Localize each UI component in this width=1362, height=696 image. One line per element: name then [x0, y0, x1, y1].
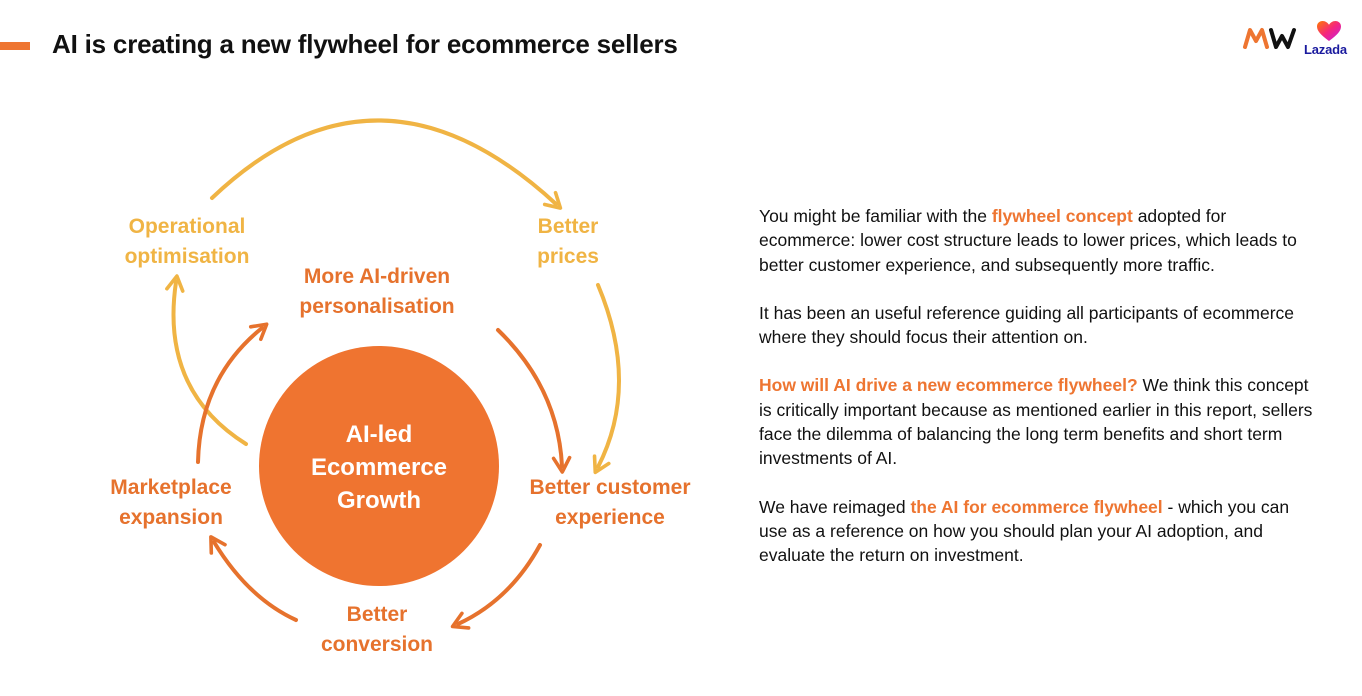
paragraph-reference: It has been an useful reference guiding … [759, 302, 1295, 348]
text-run: adopted for ecommerce: lower cost struct… [759, 206, 1297, 275]
description-text: You might be familiar with the flywheel … [759, 204, 1319, 592]
node-better-prices: Better prices [508, 212, 628, 272]
text-run: - which you can use as a reference on ho… [759, 496, 1290, 566]
title-accent-bar [0, 42, 30, 50]
arrow-hub-to-optimisation [165, 274, 248, 446]
node-label-line: Better [537, 215, 599, 238]
node-label-line: Better customer [529, 476, 691, 499]
lazada-heart-icon [1317, 21, 1341, 41]
arrow-prices-to-customer-experience [592, 283, 621, 475]
paragraph-flywheel-concept: You might be familiar with the flywheel … [759, 204, 1319, 277]
node-label-line: prices [537, 245, 599, 268]
arrow-personalisation-to-customer-experience [496, 328, 572, 474]
node-marketplace-expansion: Marketplace expansion [96, 473, 246, 533]
node-better-customer-experience: Better customer experience [510, 473, 710, 533]
text-run: You might be familiar with the [759, 206, 992, 226]
paragraph-new-flywheel: How will AI drive a new ecommerce flywhe… [759, 373, 1319, 470]
hub-label-line: Ecommerce [310, 454, 448, 481]
text-run: We think this concept is critically impo… [759, 375, 1313, 469]
hub-label: AI-led Ecommerce Growth [258, 418, 500, 517]
arrow-marketplace-to-personalisation [196, 322, 269, 464]
arrow-conversion-to-marketplace [209, 535, 298, 622]
mw-logo-icon [1243, 28, 1296, 49]
paragraph-reimaged: We have reimaged the AI for ecommerce fl… [759, 495, 1319, 568]
lazada-label: Lazada [1304, 42, 1347, 57]
text-run: We have reimaged [759, 496, 911, 517]
node-label-line: optimisation [124, 245, 250, 268]
node-label-line: conversion [320, 633, 434, 656]
node-label-line: Better [346, 603, 408, 626]
highlight-text: the AI for ecommerce flywheel [910, 496, 1163, 517]
highlight-text: How will AI drive a new ecommerce flywhe… [759, 375, 1138, 396]
node-label-line: Marketplace [110, 476, 232, 499]
hub-label-line: Growth [337, 487, 421, 514]
node-label-line: personalisation [299, 295, 455, 318]
brand-logos: Lazada [1242, 18, 1354, 58]
node-ai-personalisation: More AI-driven personalisation [282, 262, 472, 322]
hub-circle [259, 346, 499, 586]
node-label-line: expansion [119, 506, 223, 529]
node-better-conversion: Better conversion [302, 600, 452, 660]
highlight-text: flywheel concept [991, 206, 1133, 226]
flywheel-diagram [165, 118, 621, 630]
node-label-line: Operational [128, 215, 246, 238]
node-label-line: More AI-driven [303, 265, 451, 288]
node-label-line: experience [555, 506, 665, 529]
page-title: AI is creating a new flywheel for ecomme… [52, 29, 678, 59]
arrow-optimisation-to-prices [210, 118, 563, 210]
arrow-customer-experience-to-conversion [450, 543, 542, 630]
node-operational-optimisation: Operational optimisation [107, 212, 267, 272]
hub-label-line: AI-led [345, 421, 413, 448]
